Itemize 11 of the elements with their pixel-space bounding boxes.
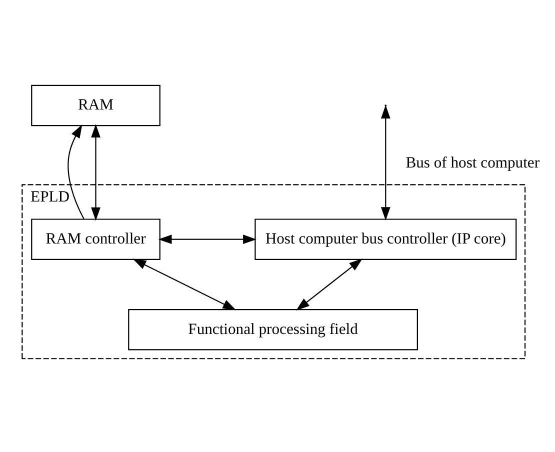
arrow [296,258,363,310]
node-box: Host computer bus controller (IP core) [254,218,517,260]
node-box: RAM [31,84,160,126]
arrow [132,258,236,310]
node-box: RAM controller [31,218,160,260]
arrow [91,124,100,220]
node-box: Functional processing field [128,308,418,350]
arrow [68,124,84,219]
edge-label: Bus of host computer [406,154,540,172]
arrow [158,234,256,244]
arrow [380,104,390,220]
